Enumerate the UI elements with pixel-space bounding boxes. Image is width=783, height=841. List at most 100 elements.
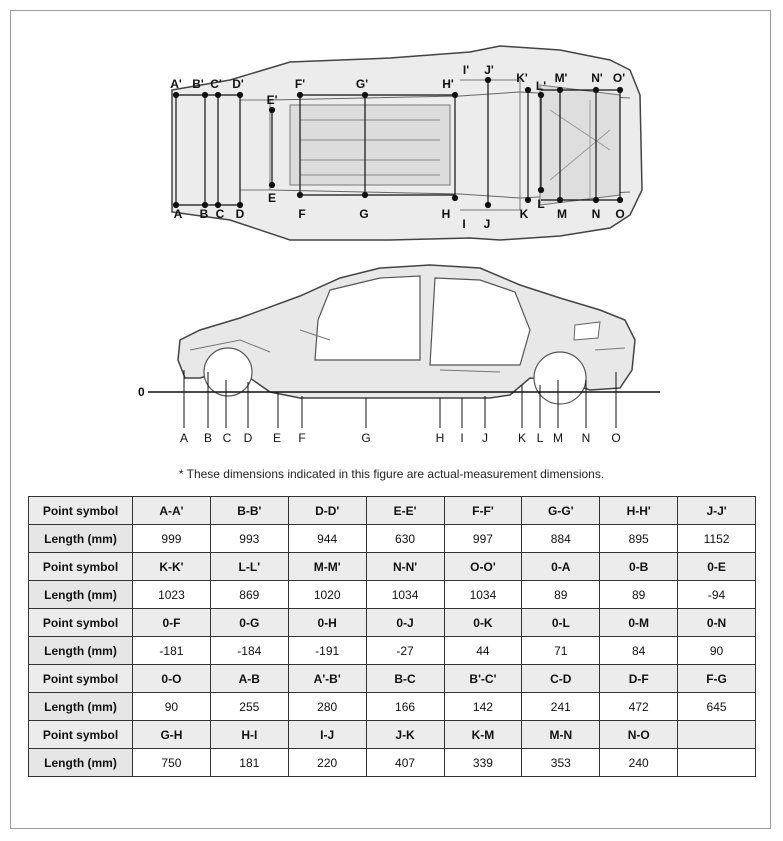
- top-label-upper: C': [210, 77, 222, 91]
- length-cell: -181: [132, 636, 211, 665]
- length-cell: 44: [443, 636, 523, 665]
- length-cell: 353: [521, 748, 601, 777]
- point-symbol-cell: 0-N: [677, 608, 756, 637]
- length-header: Length (mm): [28, 580, 133, 609]
- length-cell: 90: [677, 636, 756, 665]
- point-symbol-cell: B'-C': [443, 664, 523, 693]
- point-symbol-cell: 0-G: [209, 608, 289, 637]
- point-symbol-cell: F-F': [443, 496, 523, 525]
- side-point-label: B: [204, 431, 212, 445]
- point-symbol-cell: G-H: [132, 720, 211, 749]
- length-cell: -27: [365, 636, 445, 665]
- point-symbol-cell: D-D': [287, 496, 367, 525]
- point-symbol-cell: F-G: [677, 664, 756, 693]
- length-cell: 645: [677, 692, 756, 721]
- top-label-upper: J': [484, 63, 494, 77]
- length-cell: 999: [132, 524, 211, 553]
- length-header: Length (mm): [28, 636, 133, 665]
- length-cell: 895: [599, 524, 679, 553]
- side-point-label: M: [553, 431, 563, 445]
- length-cell: [677, 748, 756, 777]
- top-label-lower: H: [442, 207, 451, 221]
- length-cell: 90: [132, 692, 211, 721]
- point-symbol-cell: J-J': [677, 496, 756, 525]
- point-symbol-cell: A-A': [132, 496, 211, 525]
- side-point-label: O: [611, 431, 620, 445]
- length-cell: 255: [209, 692, 289, 721]
- top-label-lower: G: [359, 207, 368, 221]
- length-cell: 1034: [443, 580, 523, 609]
- point-symbol-cell: 0-M: [599, 608, 679, 637]
- length-cell: 89: [599, 580, 679, 609]
- point-symbol-header: Point symbol: [28, 720, 133, 749]
- length-cell: 166: [365, 692, 445, 721]
- point-symbol-cell: 0-F: [132, 608, 211, 637]
- length-cell: 84: [599, 636, 679, 665]
- length-cell: -191: [287, 636, 367, 665]
- length-header: Length (mm): [28, 748, 133, 777]
- point-symbol-cell: H-I: [209, 720, 289, 749]
- point-symbol-cell: [677, 720, 756, 749]
- side-point-label: J: [482, 431, 488, 445]
- length-cell: 750: [132, 748, 211, 777]
- side-view-reference-lines: [148, 370, 660, 428]
- point-symbol-cell: 0-J: [365, 608, 445, 637]
- side-point-label: E: [273, 431, 281, 445]
- point-symbol-cell: E-E': [365, 496, 445, 525]
- length-cell: 181: [209, 748, 289, 777]
- top-label-lower: C: [216, 207, 225, 221]
- top-label-upper: L': [536, 79, 546, 93]
- side-point-label: A: [180, 431, 188, 445]
- length-cell: 869: [209, 580, 289, 609]
- figure-frame: [10, 10, 771, 829]
- point-symbol-cell: M-M': [287, 552, 367, 581]
- top-label-upper: I': [463, 63, 469, 77]
- length-cell: 1034: [365, 580, 445, 609]
- point-symbol-cell: N-O: [599, 720, 679, 749]
- point-symbol-cell: 0-H: [287, 608, 367, 637]
- side-point-label: D: [244, 431, 253, 445]
- top-label-upper: N': [591, 71, 603, 85]
- length-cell: 1152: [677, 524, 756, 553]
- point-symbol-cell: O-O': [443, 552, 523, 581]
- top-label-upper: D': [232, 77, 244, 91]
- length-header: Length (mm): [28, 692, 133, 721]
- length-cell: 240: [599, 748, 679, 777]
- point-symbol-cell: 0-A: [521, 552, 601, 581]
- point-symbol-cell: C-D: [521, 664, 601, 693]
- side-point-label: K: [518, 431, 526, 445]
- side-point-label: L: [537, 431, 544, 445]
- top-label-upper: M': [555, 71, 568, 85]
- length-cell: 280: [287, 692, 367, 721]
- top-label-lower: L: [537, 197, 544, 211]
- top-view-upper-labels: A'B'C'D'E'F'G'H'I'J'K'L'M'N'O': [170, 63, 625, 107]
- top-label-upper: H': [442, 77, 454, 91]
- zero-datum-label: 0: [138, 385, 145, 399]
- side-point-label: H: [436, 431, 445, 445]
- point-symbol-cell: J-K: [365, 720, 445, 749]
- length-cell: 1023: [132, 580, 211, 609]
- point-symbol-cell: 0-O: [132, 664, 211, 693]
- point-symbol-cell: 0-L: [521, 608, 601, 637]
- top-label-upper: A': [170, 77, 182, 91]
- point-symbol-cell: K-K': [132, 552, 211, 581]
- point-symbol-header: Point symbol: [28, 496, 133, 525]
- point-symbol-header: Point symbol: [28, 608, 133, 637]
- length-header: Length (mm): [28, 524, 133, 553]
- length-cell: 630: [365, 524, 445, 553]
- top-label-lower: B: [200, 207, 209, 221]
- point-symbol-cell: A-B: [209, 664, 289, 693]
- top-label-lower: A: [174, 207, 183, 221]
